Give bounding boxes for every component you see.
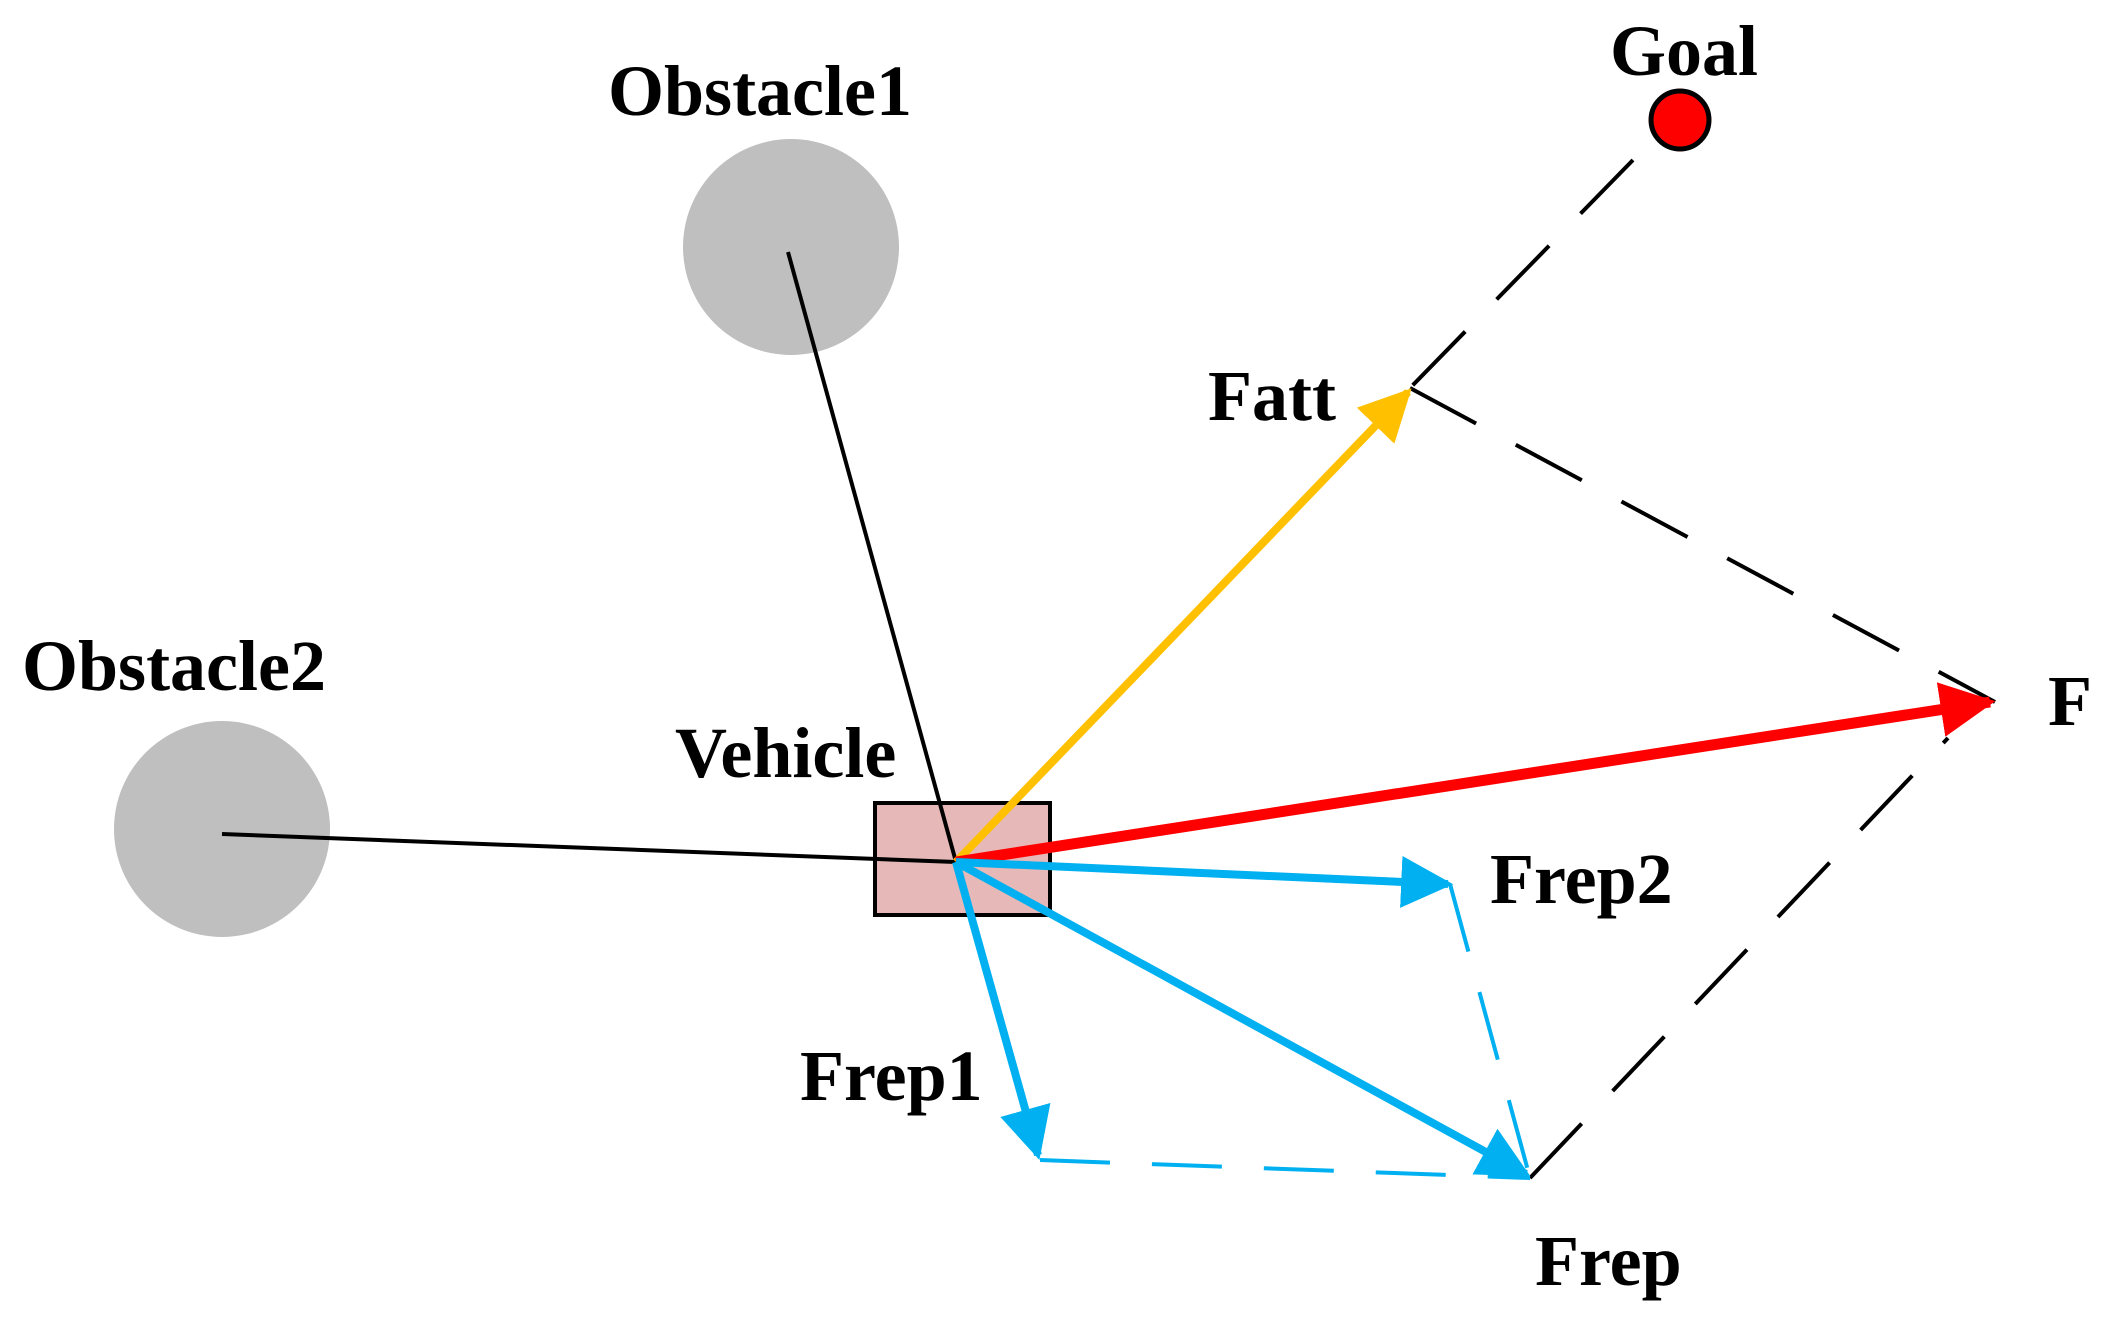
frep1-label: Frep1 xyxy=(800,1036,983,1116)
frep1-to-frep-dashed-line xyxy=(1039,1158,1531,1180)
obstacle2-label: Obstacle2 xyxy=(22,626,326,706)
f-label: F xyxy=(2048,661,2092,741)
frep2-label: Frep2 xyxy=(1490,839,1673,919)
fatt-to-f-dashed-line xyxy=(1409,386,1996,704)
obstacle1-label: Obstacle1 xyxy=(608,51,912,131)
frep2-arrow xyxy=(955,855,1454,908)
frep-arrow xyxy=(954,858,1531,1178)
obstacle2-distance-line xyxy=(221,832,957,864)
obstacle1-distance-line xyxy=(786,251,958,863)
frep-to-f-dashed-line xyxy=(1528,736,1950,1180)
obstacle2-circle xyxy=(114,721,330,937)
goal-label: Goal xyxy=(1610,11,1758,91)
frep2-to-frep-dashed-line xyxy=(1448,883,1532,1179)
frep-label: Frep xyxy=(1535,1221,1682,1301)
goal-marker xyxy=(1648,88,1712,152)
fatt-arrow xyxy=(953,388,1412,865)
obstacle1-circle xyxy=(683,139,899,355)
fatt-label: Fatt xyxy=(1208,356,1336,436)
f-resultant-arrow xyxy=(955,682,1996,868)
frep1-arrow xyxy=(952,860,1051,1161)
goal-direction-dashed-line xyxy=(1408,158,1635,390)
vehicle-label: Vehicle xyxy=(675,713,896,793)
